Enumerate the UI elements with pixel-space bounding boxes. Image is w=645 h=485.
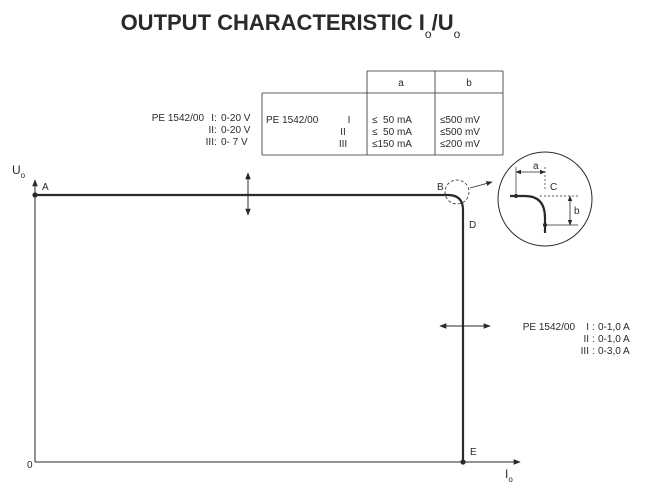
table-row-3-a: ≤150 mA — [372, 139, 412, 150]
table-header-b: b — [466, 78, 472, 89]
detail-point-bottom — [543, 223, 547, 227]
voltage-row-3-num: III — [206, 137, 214, 148]
table-row-1-b: ≤500 mV — [440, 115, 480, 126]
characteristic-curve — [35, 193, 465, 462]
axes — [32, 179, 521, 465]
voltage-range-legend: PE 1542/00 I 0-20 V II 0-20 V III 0- 7 V… — [152, 113, 251, 148]
curve-line — [35, 193, 465, 462]
point-d-label: D — [469, 220, 476, 231]
svg-text::: : — [214, 125, 217, 136]
voltage-row-2-range: 0-20 V — [221, 125, 251, 136]
table-row-1-num: I — [348, 115, 351, 126]
table-row-3-num: III — [339, 139, 347, 150]
voltage-row-3-range: 0- 7 V — [221, 137, 248, 148]
point-e-label: E — [470, 447, 477, 458]
svg-text::: : — [592, 322, 595, 333]
svg-text::: : — [592, 334, 595, 345]
point-b-label: B — [437, 182, 444, 193]
point-e-dot — [460, 459, 466, 465]
detail-magnifier: a C b — [497, 151, 593, 247]
table-row-2-num: II — [340, 127, 346, 138]
current-model-label: PE 1542/00 — [523, 322, 576, 333]
current-row-1-num: I — [586, 322, 589, 333]
svg-text::: : — [592, 346, 595, 357]
detail-point-left — [514, 194, 518, 198]
current-row-1-range: 0-1,0 A — [598, 322, 630, 333]
table-model-label: PE 1542/00 — [266, 115, 319, 126]
detail-curve — [510, 194, 547, 233]
title-slash-u: /U — [432, 10, 454, 35]
current-row-3-range: 0-3,0 A — [598, 346, 630, 357]
diagram-title: OUTPUT CHARACTERISTIC Io/Uo — [90, 10, 479, 43]
zoom-region-circle — [444, 179, 470, 205]
voltage-model-label: PE 1542/00 — [152, 113, 205, 124]
voltage-row-2-num: II — [208, 125, 214, 136]
y-axis-label: Uo — [12, 163, 26, 180]
table-row-1-a: ≤ 50 mA — [372, 115, 412, 126]
voltage-row-1-range: 0-20 V — [221, 113, 251, 124]
detail-label-a: a — [533, 161, 539, 172]
detail-label-b: b — [574, 206, 580, 217]
title-sub-o-1: o — [425, 27, 432, 41]
title-sub-o-2: o — [454, 27, 461, 41]
svg-text:OUTPUT CHARACTERISTIC Io/Uo: OUTPUT CHARACTERISTIC Io/Uo — [90, 10, 479, 43]
voltage-row-1-num: I — [211, 113, 214, 124]
current-range-legend: PE 1542/00 I II III : : : 0-1,0 A 0-1,0 … — [523, 322, 630, 357]
svg-text::: : — [214, 137, 217, 148]
title-main: OUTPUT CHARACTERISTIC I — [121, 10, 425, 35]
current-row-2-num: II — [583, 334, 589, 345]
origin-label: 0 — [27, 460, 33, 471]
detail-label-c: C — [550, 182, 557, 193]
table-row-3-b: ≤200 mV — [440, 139, 480, 150]
tolerance-table — [261, 70, 504, 156]
point-a-label: A — [42, 182, 49, 193]
tolerance-table-text: a b PE 1542/00 I II III ≤ 50 mA ≤ 50 mA … — [266, 78, 480, 150]
current-row-3-num: III — [581, 346, 589, 357]
zoom-pointer-arrow — [469, 181, 493, 189]
current-row-2-range: 0-1,0 A — [598, 334, 630, 345]
table-header-a: a — [398, 78, 404, 89]
point-a-dot — [32, 192, 38, 198]
table-row-2-b: ≤500 mV — [440, 127, 480, 138]
table-row-2-a: ≤ 50 mA — [372, 127, 412, 138]
x-axis-label: Io — [505, 467, 513, 484]
svg-text::: : — [214, 113, 217, 124]
